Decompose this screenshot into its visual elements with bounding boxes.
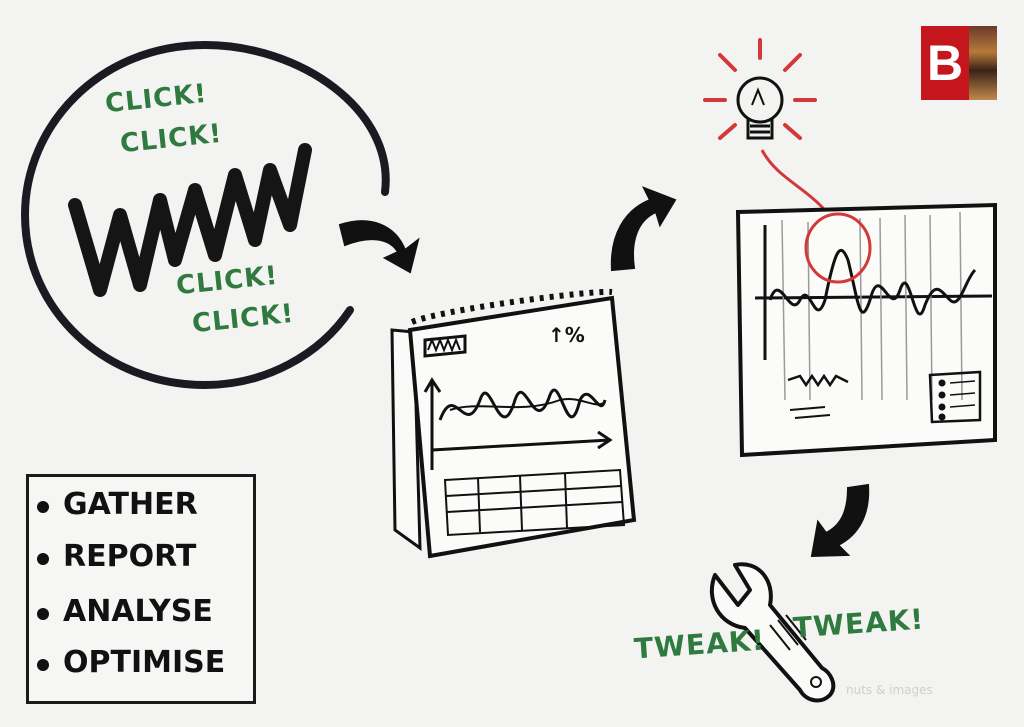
step-label: OPTIMISE [63,645,226,680]
step-analyse: ANALYSE [37,594,213,629]
cycle-circle [20,40,390,390]
process-steps-box: GATHER REPORT ANALYSE OPTIMISE [26,474,256,704]
step-optimise: OPTIMISE [37,645,226,680]
brand-logo: B [921,26,997,100]
watermark: nuts & images [846,683,933,697]
bullet-icon [37,659,49,671]
step-gather: GATHER [37,487,198,522]
brand-letter: B [921,26,969,100]
analysis-chart [735,202,997,458]
step-report: REPORT [37,539,197,574]
step-label: GATHER [63,487,198,522]
brand-photo [969,26,997,100]
report-calendar: ↑% [390,288,637,559]
wrench-icon [709,562,836,703]
www-scribble [68,143,312,297]
lightbulb-icon [703,38,840,236]
bullet-icon [37,608,49,620]
bullet-icon [37,553,49,565]
step-label: REPORT [63,539,197,574]
bullet-icon [37,501,49,513]
arrow-to-optimise [810,483,870,558]
step-label: ANALYSE [63,594,213,629]
arrow-to-report [338,220,420,274]
calendar-percent: ↑% [548,323,585,347]
arrow-to-analyse [610,186,677,272]
